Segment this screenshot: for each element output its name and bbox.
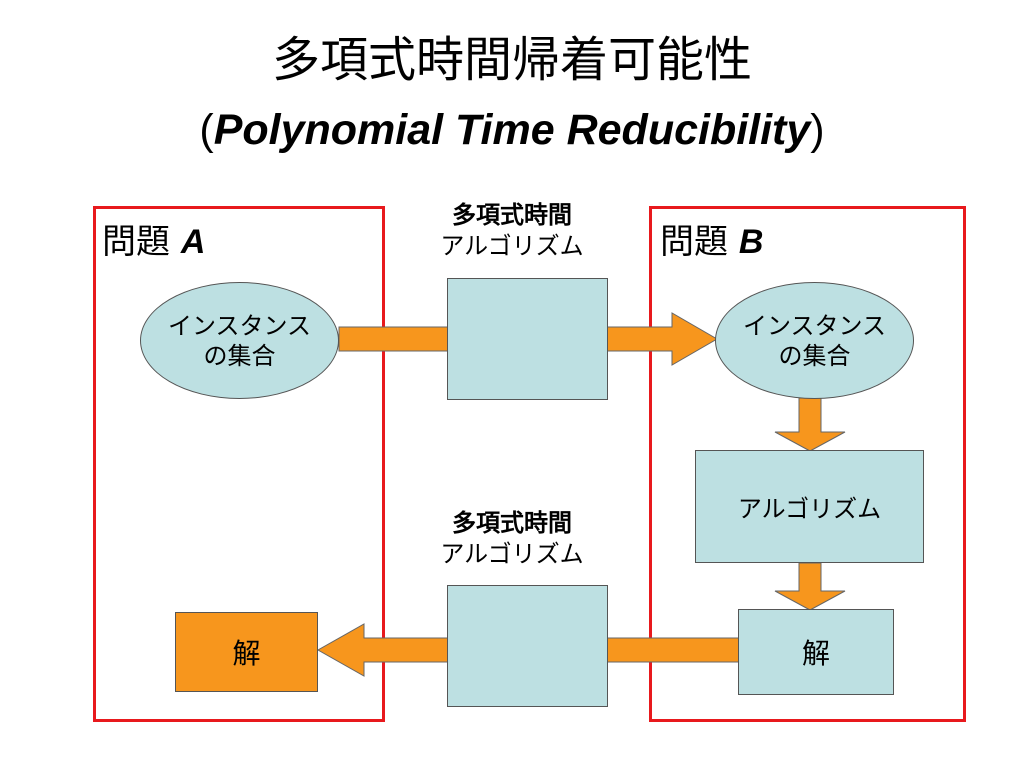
page-subtitle: (Polynomial Time Reducibility) xyxy=(0,104,1024,156)
reduction-top-caption: 多項式時間 アルゴリズム xyxy=(412,200,612,262)
problem-a-instances-line2: の集合 xyxy=(203,341,276,370)
problem-b-solution: 解 xyxy=(738,609,894,695)
arrow-instance-a-to-reduction xyxy=(338,326,450,352)
reduction-top-caption-line1: 多項式時間 xyxy=(452,201,572,229)
problem-a-label-prefix: 問題 xyxy=(102,222,170,262)
problem-a-solution: 解 xyxy=(175,612,318,692)
problem-a-instances-line1: インスタンス xyxy=(167,311,312,340)
reduction-top-box xyxy=(447,278,608,400)
problem-b-label-letter: B xyxy=(738,223,764,261)
problem-a-frame xyxy=(93,206,385,722)
arrow-reduction-to-instance-b xyxy=(606,312,718,366)
problem-b-label-prefix: 問題 xyxy=(660,222,728,262)
problem-b-algorithm: アルゴリズム xyxy=(695,450,924,563)
problem-b-label: 問題 B xyxy=(660,222,763,262)
reduction-bottom-box xyxy=(447,585,608,707)
problem-b-frame xyxy=(649,206,966,722)
reduction-bottom-caption: 多項式時間 アルゴリズム xyxy=(412,508,612,570)
problem-b-instances-line2: の集合 xyxy=(778,341,851,370)
arrow-solution-b-to-reduction xyxy=(606,637,740,663)
arrow-instance-b-to-algorithm xyxy=(774,397,846,452)
reduction-bottom-caption-line2: アルゴリズム xyxy=(440,540,584,568)
problem-a-instances: インスタンス の集合 xyxy=(140,282,339,399)
subtitle-english: Polynomial Time Reducibility xyxy=(213,106,811,154)
arrow-algorithm-to-solution-b xyxy=(774,562,846,611)
arrow-reduction-to-solution-a xyxy=(316,623,450,677)
subtitle-close-paren: ) xyxy=(810,106,825,154)
problem-b-instances: インスタンス の集合 xyxy=(715,282,914,399)
reduction-bottom-caption-line1: 多項式時間 xyxy=(452,509,572,537)
reduction-top-caption-line2: アルゴリズム xyxy=(440,232,584,260)
subtitle-open-paren: ( xyxy=(199,106,214,154)
problem-a-label: 問題 A xyxy=(102,222,205,262)
page-title: 多項式時間帰着可能性 xyxy=(271,32,752,88)
problem-b-instances-line1: インスタンス xyxy=(742,311,887,340)
problem-a-label-letter: A xyxy=(180,223,206,261)
